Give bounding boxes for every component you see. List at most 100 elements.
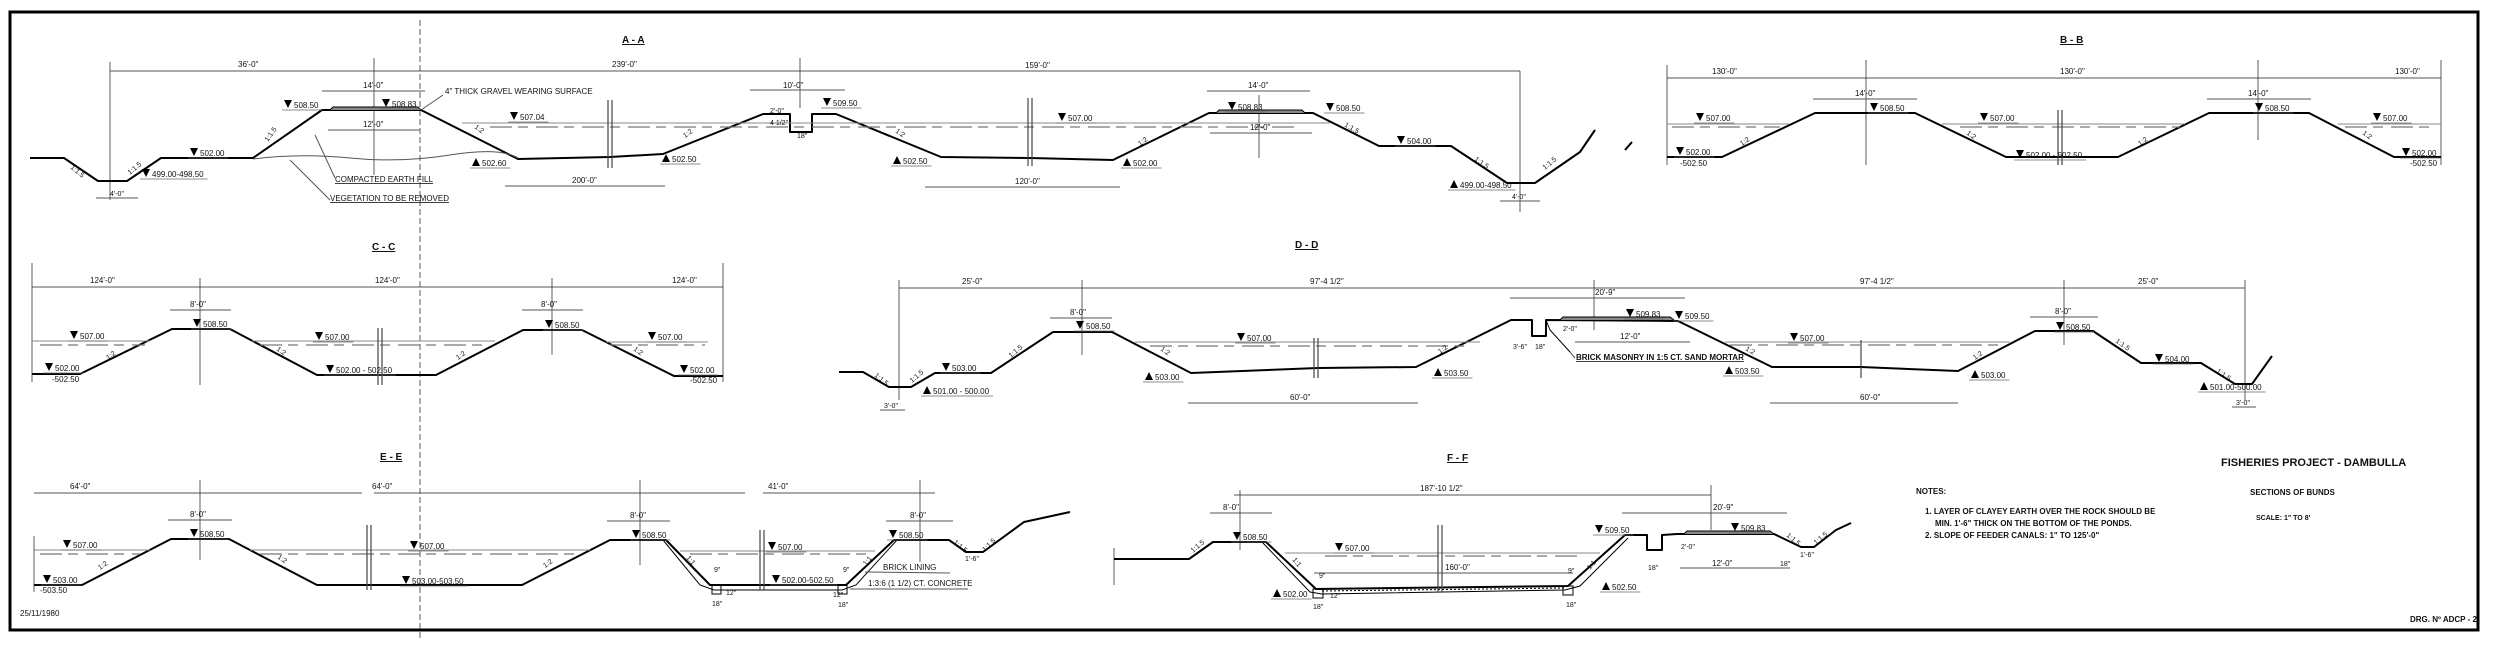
- water-level-marker-icon: [823, 98, 831, 106]
- slope-label: 1:2: [2137, 136, 2149, 147]
- ground-level-marker-icon: [472, 158, 480, 166]
- elevation-label: 508.50: [294, 101, 319, 110]
- dimension-label: 20'-9": [1595, 288, 1616, 297]
- slope-label: 1:2: [1965, 130, 1977, 141]
- dimension-label: 2'-0": [1563, 326, 1577, 333]
- slope-label: 1:2: [542, 558, 554, 569]
- bund-profile: [839, 319, 2273, 388]
- water-level-marker-icon: [1980, 113, 1988, 121]
- slope-label: 1:2: [682, 128, 694, 139]
- elevation-label: 509.83: [1636, 310, 1661, 319]
- dimension-label: 97'-4 1/2": [1860, 277, 1894, 286]
- dimension-label: 130'-0": [2060, 67, 2085, 76]
- elevation-label: 502.00 - 502.50: [336, 366, 393, 375]
- elevation-label: 508.50: [1880, 104, 1905, 113]
- slope-label: 1:2: [632, 346, 644, 357]
- elevation-label: 499.00-498.50: [152, 170, 204, 179]
- dimension-label: 9": [1568, 568, 1575, 575]
- water-level-marker-icon: [1595, 525, 1603, 533]
- water-level-marker-icon: [1696, 113, 1704, 121]
- ground-level-marker-icon: [1123, 158, 1131, 166]
- elevation-label: 509.50: [1685, 312, 1710, 321]
- water-level-marker-icon: [284, 100, 292, 108]
- elevation-label: 502.50: [672, 155, 697, 164]
- water-level-marker-icon: [382, 99, 390, 107]
- brick-lining: [662, 539, 898, 591]
- elevation-label: 503.50: [1735, 367, 1760, 376]
- dimension-label: 3'-0": [884, 403, 898, 410]
- dimension-label: 130'-0": [2395, 67, 2420, 76]
- water-level-marker-icon: [1076, 321, 1084, 329]
- section-d-d: D - D 25'-0" 97'-4 1/2" 97'-4 1/2" 25'-0…: [839, 240, 2273, 411]
- elevation-label: 507.00: [778, 543, 803, 552]
- elevation-label: 507.00: [80, 332, 105, 341]
- dimension-label: 18": [1780, 561, 1791, 568]
- dimension-label: 18": [1566, 602, 1577, 609]
- water-level-marker-icon: [2056, 322, 2064, 330]
- ground-level-marker-icon: [1971, 370, 1979, 378]
- water-level-marker-icon: [1731, 523, 1739, 531]
- water-level-marker-icon: [2373, 113, 2381, 121]
- water-level-marker-icon: [45, 363, 53, 371]
- dimension-label: 64'-0": [372, 482, 393, 491]
- water-level-marker-icon: [2016, 150, 2024, 158]
- water-level-marker-icon: [1233, 532, 1241, 540]
- elevation-label: 501.00-500.00: [2210, 383, 2262, 392]
- dimension-label: 97'-4 1/2": [1310, 277, 1344, 286]
- dimension-label: 18": [712, 601, 723, 608]
- dimension-label: 1'-6": [1800, 552, 1814, 559]
- dimension-label: 8'-0": [630, 511, 646, 520]
- dimension-label: 3'-0": [2236, 400, 2250, 407]
- elevation-label: 502.00: [690, 366, 715, 375]
- dimension-label: 12": [1330, 593, 1341, 600]
- elevation-label: 507.00: [1345, 544, 1370, 553]
- elevation-label: 507.00: [1706, 114, 1731, 123]
- dimension-label: 12'-0": [1250, 123, 1271, 132]
- concrete-footing: [1312, 588, 1324, 599]
- slope-label: 1:2: [455, 350, 467, 361]
- section-title: E - E: [380, 452, 403, 463]
- slope-label: 1:1.5: [1813, 531, 1830, 546]
- concrete-footing: [1562, 585, 1574, 596]
- elevation-label: 508.50: [555, 321, 580, 330]
- dimension-label: 25'-0": [2138, 277, 2159, 286]
- elevation-label: 508.50: [200, 530, 225, 539]
- dimension-label: 12'-0": [1620, 332, 1641, 341]
- elevation-label: 508.50: [899, 531, 924, 540]
- slope-label: 1:1.5: [127, 161, 144, 176]
- slope-label: 1:2: [2361, 130, 2373, 141]
- slope-label: 1:2: [1437, 344, 1449, 355]
- ground-level-marker-icon: [2200, 382, 2208, 390]
- sheet-border: [8, 10, 2480, 632]
- elevation-label: 502.00: [1686, 148, 1711, 157]
- elevation-label: 507.00: [1800, 334, 1825, 343]
- water-level-marker-icon: [1626, 309, 1634, 317]
- dimension-label: 10'-0": [783, 81, 804, 90]
- water-level-marker-icon: [43, 575, 51, 583]
- elevation-label: 502.60: [482, 159, 507, 168]
- elevation-label: 502.00: [2412, 149, 2437, 158]
- drawing-title: FISHERIES PROJECT - DAMBULLA: [2221, 457, 2406, 469]
- dimension-label: 159'-0": [1025, 61, 1050, 70]
- brick-lining: [1261, 537, 1629, 595]
- dimension-label: 130'-0": [1712, 67, 1737, 76]
- elevation-label: 502.00-502.50: [782, 576, 834, 585]
- dimension-label: 8'-0": [2055, 307, 2071, 316]
- concrete-footing: [711, 584, 722, 595]
- water-level-marker-icon: [1790, 333, 1798, 341]
- water-level-marker-icon: [70, 331, 78, 339]
- dimension-label: 60'-0": [1860, 393, 1881, 402]
- concrete-bed: [1321, 587, 1566, 592]
- dimension-label: 36'-0": [238, 60, 259, 69]
- drawing-date: 25/11/1980: [20, 609, 60, 618]
- elevation-label: 507.00: [2383, 114, 2408, 123]
- water-level-marker-icon: [190, 148, 198, 156]
- elevation-label: -503.50: [40, 586, 68, 595]
- elevation-label: 503.00: [53, 576, 78, 585]
- annotation-concrete: 1:3:6 (1 1/2) CT. CONCRETE: [868, 579, 972, 588]
- elevation-label: 502.00: [1133, 159, 1158, 168]
- water-level-marker-icon: [768, 542, 776, 550]
- dimension-label: 12'-0": [363, 120, 384, 129]
- slope-label: 1:1.5: [69, 164, 86, 179]
